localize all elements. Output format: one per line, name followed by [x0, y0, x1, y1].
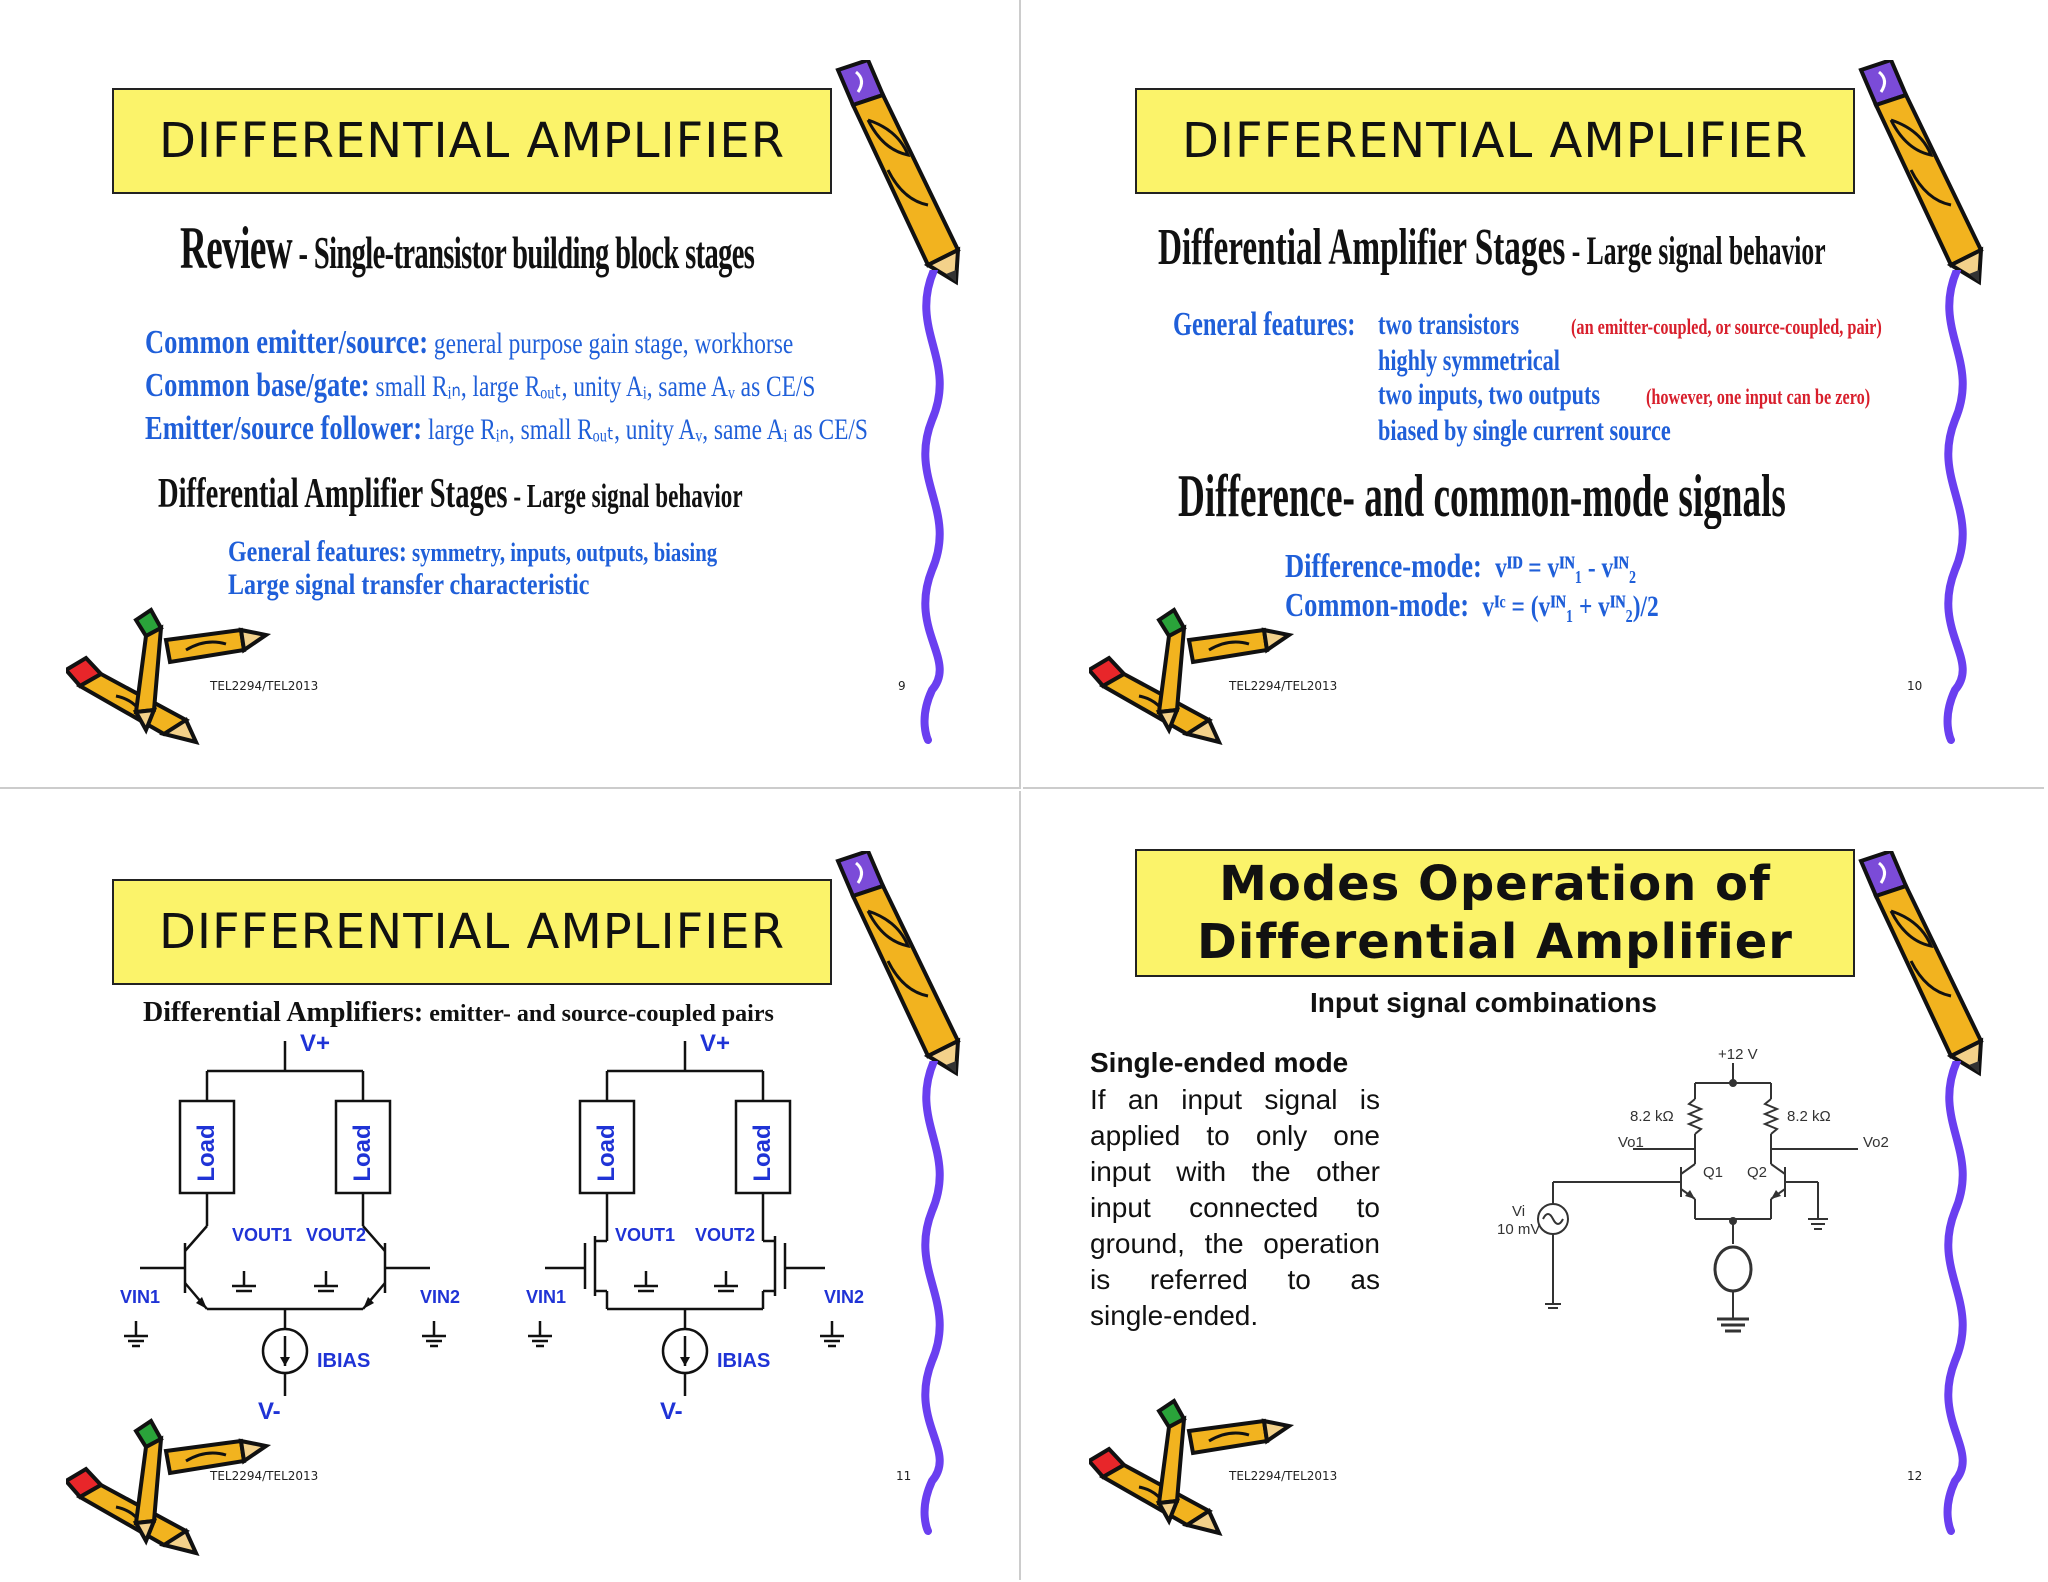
r2-label: 8.2 kΩ: [1787, 1108, 1831, 1125]
load-label: Load: [749, 1124, 776, 1181]
vi-label: Vi: [1512, 1203, 1525, 1220]
vminus-label: V-: [258, 1398, 281, 1425]
feature-item: highly symmetrical: [1378, 344, 1560, 377]
vi-value: 10 mV: [1497, 1221, 1540, 1238]
vplus-label: V+: [700, 1031, 730, 1057]
general-features: General features: symmetry, inputs, outp…: [228, 535, 718, 601]
stages-heading: Differential Amplifier Stages - Large si…: [1158, 219, 1826, 276]
stage-list: Common emitter/source: general purpose g…: [145, 322, 868, 451]
load-label: Load: [349, 1124, 376, 1181]
page-number: 12: [1907, 1469, 1923, 1483]
diff-pair-circuits: V+ Load Load VOUT1 VOUT2 VIN1 VIN2 IBIAS…: [120, 1031, 864, 1425]
slide-title: DIFFERENTIAL AMPLIFIER: [112, 879, 832, 985]
mode-description: If an input signal is applied to only on…: [1090, 1084, 1380, 1331]
title-line-1: Modes Operation of: [1219, 856, 1771, 912]
feature-item: biased by single current source: [1378, 414, 1671, 447]
footer-course: TEL2294/TEL2013: [1229, 1469, 1338, 1483]
stage-line-cb: Common base/gate: small Rᵢₙ, large Rₒᵤₜ,…: [145, 367, 816, 404]
pencils-icon: [66, 608, 268, 744]
mode-heading: Single-ended mode: [1090, 1047, 1349, 1078]
wavy-border-decoration: [1941, 270, 2001, 750]
footer-course: TEL2294/TEL2013: [1229, 679, 1338, 693]
q2-label: Q2: [1747, 1164, 1767, 1181]
ibias-label: IBIAS: [717, 1350, 770, 1372]
pairs-heading: Differential Amplifiers: emitter- and so…: [143, 997, 774, 1028]
slide-title: Modes Operation of Differential Amplifie…: [1135, 849, 1855, 977]
footer-course: TEL2294/TEL2013: [210, 1469, 319, 1483]
pencils-icon: [1089, 1399, 1291, 1535]
pencils-icon: [66, 1419, 268, 1555]
supply-label: +12 V: [1718, 1046, 1758, 1063]
vo2-label: Vo2: [1863, 1134, 1889, 1151]
vin1-label: VIN1: [120, 1287, 160, 1307]
wavy-border-decoration: [918, 270, 978, 750]
vin1-label: VIN1: [526, 1287, 566, 1307]
wavy-border-decoration: [918, 1061, 978, 1541]
footer-course: TEL2294/TEL2013: [210, 679, 319, 693]
review-heading: Review - Single-transistor building bloc…: [180, 214, 755, 283]
feature-item: two inputs, two outputs(however, one inp…: [1378, 378, 1871, 411]
slide-12: Modes Operation of Differential Amplifie…: [1023, 791, 2044, 1580]
slide-subtitle: Input signal combinations: [1310, 987, 1657, 1018]
section-heading: Differential Amplifier Stages - Large si…: [158, 471, 743, 517]
r1-label: 8.2 kΩ: [1630, 1108, 1674, 1125]
stage-line-ce: Common emitter/source: general purpose g…: [145, 324, 794, 361]
modes-heading: Difference- and common-mode signals: [1178, 463, 1786, 529]
page-number: 11: [896, 1469, 912, 1483]
features-list: two transistors(an emitter-coupled, or s…: [1378, 308, 1882, 448]
vout1-label: VOUT1: [615, 1225, 675, 1245]
pencil-icon: [836, 60, 960, 284]
vminus-label: V-: [660, 1398, 683, 1425]
feature-item: two transistors(an emitter-coupled, or s…: [1378, 308, 1882, 341]
load-label: Load: [593, 1124, 620, 1181]
slide-11: DIFFERENTIAL AMPLIFIER Differential Ampl…: [0, 791, 1021, 1580]
page-number: 9: [898, 679, 906, 693]
heading-sub: - Single-transistor building block stage…: [291, 227, 755, 278]
vo1-label: Vo1: [1618, 1134, 1644, 1151]
pencil-icon: [1859, 60, 1983, 284]
mode-equations: Difference-mode: vᴵᴰ = vᴵᴺ₁ - vᴵᴺ₂ Commo…: [1285, 548, 1659, 626]
page-number: 10: [1907, 679, 1923, 693]
vout1-label: VOUT1: [232, 1225, 292, 1245]
difference-mode: Difference-mode: vᴵᴰ = vᴵᴺ₁ - vᴵᴺ₂: [1285, 548, 1637, 585]
slide-title: DIFFERENTIAL AMPLIFIER: [112, 88, 832, 194]
vout2-label: VOUT2: [306, 1225, 366, 1245]
slide-10: DIFFERENTIAL AMPLIFIER Differential Ampl…: [1023, 0, 2044, 789]
stage-line-ef: Emitter/source follower: large Rᵢₙ, smal…: [145, 410, 868, 447]
vplus-label: V+: [300, 1031, 330, 1057]
title-line-2: Differential Amplifier: [1197, 914, 1793, 970]
load-label: Load: [193, 1124, 220, 1181]
slide-title: DIFFERENTIAL AMPLIFIER: [1135, 88, 1855, 194]
slide-9: DIFFERENTIAL AMPLIFIER Review - Single-t…: [0, 0, 1021, 789]
heading-main: Review: [180, 215, 293, 281]
vin2-label: VIN2: [420, 1287, 460, 1307]
vin2-label: VIN2: [824, 1287, 864, 1307]
vout2-label: VOUT2: [695, 1225, 755, 1245]
single-ended-circuit: +12 V 8.2 kΩ 8.2 kΩ Vo1 Vo2 Q1 Q2 Vi 10 …: [1497, 1046, 1889, 1333]
q1-label: Q1: [1703, 1164, 1723, 1181]
common-mode: Common-mode: vᴵᶜ = (vᴵᴺ₁ + vᴵᴺ₂)/2: [1285, 587, 1659, 624]
features-label: General features:: [1173, 306, 1356, 343]
pencils-icon: [1089, 608, 1291, 744]
ibias-label: IBIAS: [317, 1350, 370, 1372]
